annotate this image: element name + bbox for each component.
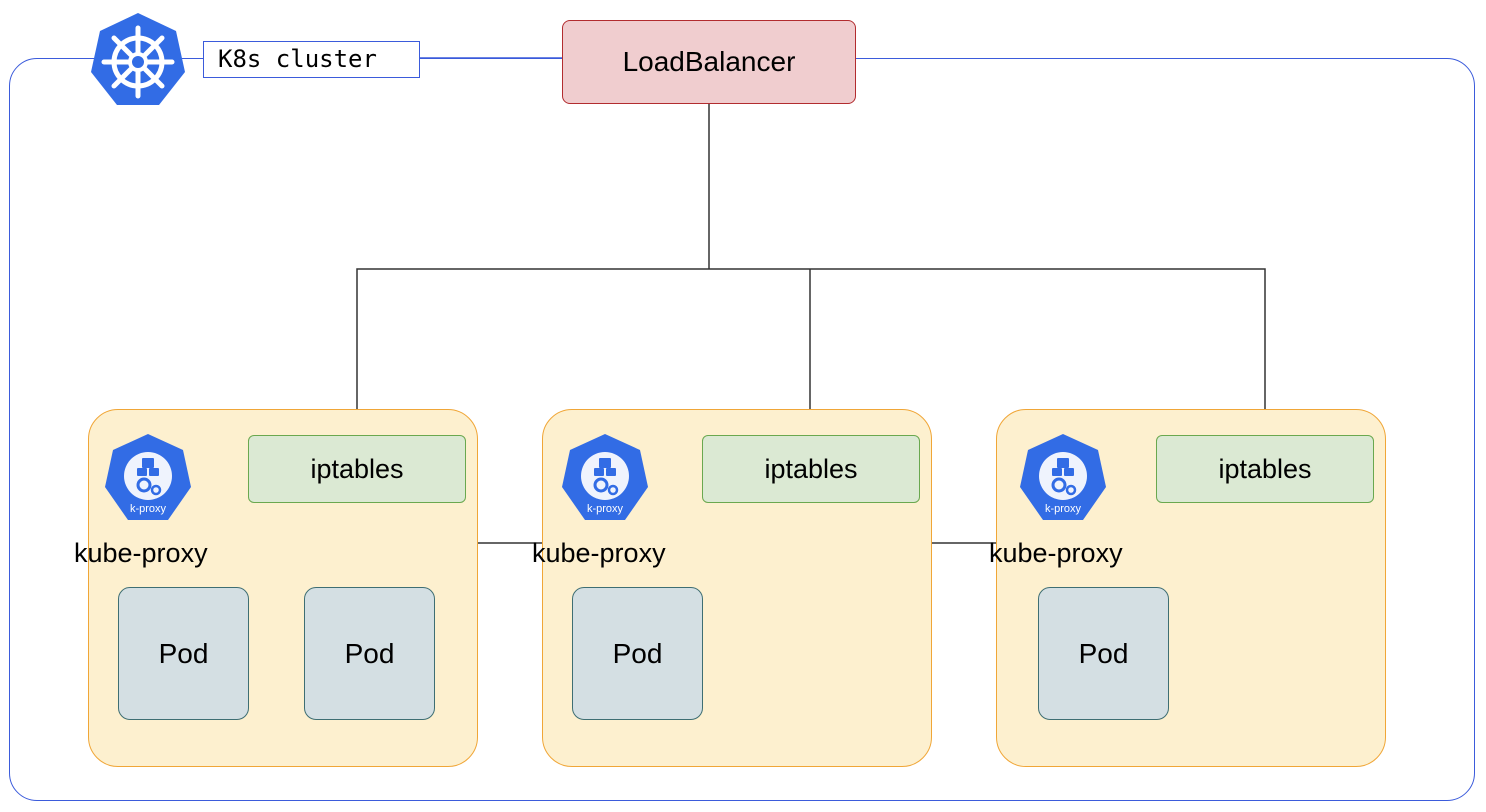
iptables-label: iptables xyxy=(310,453,404,484)
kubernetes-helm-icon xyxy=(91,13,185,105)
load-balancer-label: LoadBalancer xyxy=(622,46,796,77)
load-balancer-box[interactable]: LoadBalancer xyxy=(562,20,856,104)
pod-box[interactable]: Pod xyxy=(118,587,249,720)
pod-label: Pod xyxy=(158,637,209,669)
pod-box[interactable]: Pod xyxy=(1038,587,1169,720)
pod-label: Pod xyxy=(1078,637,1129,669)
kube-proxy-icon-text: k-proxy xyxy=(130,503,167,515)
iptables-label: iptables xyxy=(764,453,858,484)
iptables-box[interactable]: iptables xyxy=(702,435,920,503)
pod-box[interactable]: Pod xyxy=(304,587,435,720)
lb-bus-line xyxy=(356,268,1266,435)
kube-proxy-icon-text: k-proxy xyxy=(1045,503,1082,515)
kube-proxy-icon: k-proxy xyxy=(562,434,648,520)
pod-label: Pod xyxy=(344,637,395,669)
kube-proxy-icon: k-proxy xyxy=(105,434,191,520)
kube-proxy-label: kube-proxy xyxy=(989,538,1123,568)
iptables-label: iptables xyxy=(1218,453,1312,484)
iptables-box[interactable]: iptables xyxy=(248,435,466,503)
kube-proxy-icon: k-proxy xyxy=(1020,434,1106,520)
iptables-box[interactable]: iptables xyxy=(1156,435,1374,503)
pod-box[interactable]: Pod xyxy=(572,587,703,720)
kube-proxy-label: kube-proxy xyxy=(532,538,666,568)
kube-proxy-label: kube-proxy xyxy=(74,538,208,568)
pod-label: Pod xyxy=(612,637,663,669)
cluster-label: K8s cluster xyxy=(203,41,420,78)
kube-proxy-icon-text: k-proxy xyxy=(587,503,624,515)
